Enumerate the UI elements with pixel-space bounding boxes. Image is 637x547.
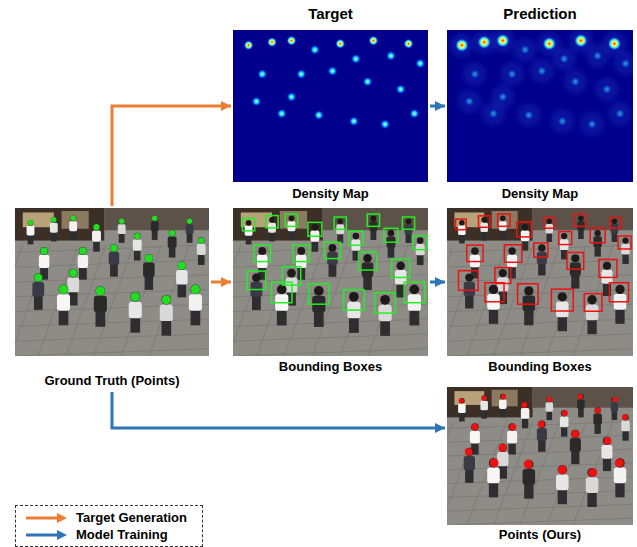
column-heading: Prediction: [440, 5, 637, 23]
image-area: [233, 208, 428, 356]
crowd-photo: [233, 208, 428, 356]
density-map-image: [233, 30, 428, 182]
legend-text: Model Training: [76, 527, 168, 542]
legend-row: Model Training: [24, 526, 202, 543]
column-heading: Target: [231, 5, 431, 23]
image-panel: Bounding Boxes: [447, 208, 633, 374]
panel-caption: Density Map: [447, 186, 633, 201]
crowd-photo: [447, 208, 633, 356]
crowd-photo: [15, 208, 209, 356]
image-area: [15, 208, 209, 356]
flow-arrow: [112, 392, 445, 428]
image-area: [447, 30, 633, 182]
image-panel: Ground Truth (Points): [15, 208, 209, 388]
flow-arrow: [211, 281, 231, 284]
image-panel: Bounding Boxes: [233, 208, 428, 374]
panel-caption: Ground Truth (Points): [15, 373, 209, 388]
image-panel: Density Map: [447, 30, 633, 201]
legend-arrow-sample: [24, 528, 70, 542]
panel-caption: Density Map: [233, 186, 428, 201]
legend-text: Target Generation: [76, 510, 187, 525]
flow-arrow: [112, 106, 231, 206]
panel-caption: Bounding Boxes: [447, 359, 633, 374]
flow-arrow: [430, 281, 445, 284]
image-panel: Points (Ours): [447, 387, 633, 542]
legend-box: Target GenerationModel Training: [15, 505, 203, 547]
image-area: [447, 387, 633, 525]
density-map-image: [447, 30, 633, 182]
image-panel: Density Map: [233, 30, 428, 201]
panel-caption: Points (Ours): [447, 527, 633, 542]
image-area: [233, 30, 428, 182]
legend-arrow-sample: [24, 511, 70, 525]
crowd-photo: [447, 387, 633, 525]
image-area: [447, 208, 633, 356]
legend-row: Target Generation: [24, 509, 202, 526]
flow-arrow: [430, 105, 445, 108]
panel-caption: Bounding Boxes: [233, 359, 428, 374]
